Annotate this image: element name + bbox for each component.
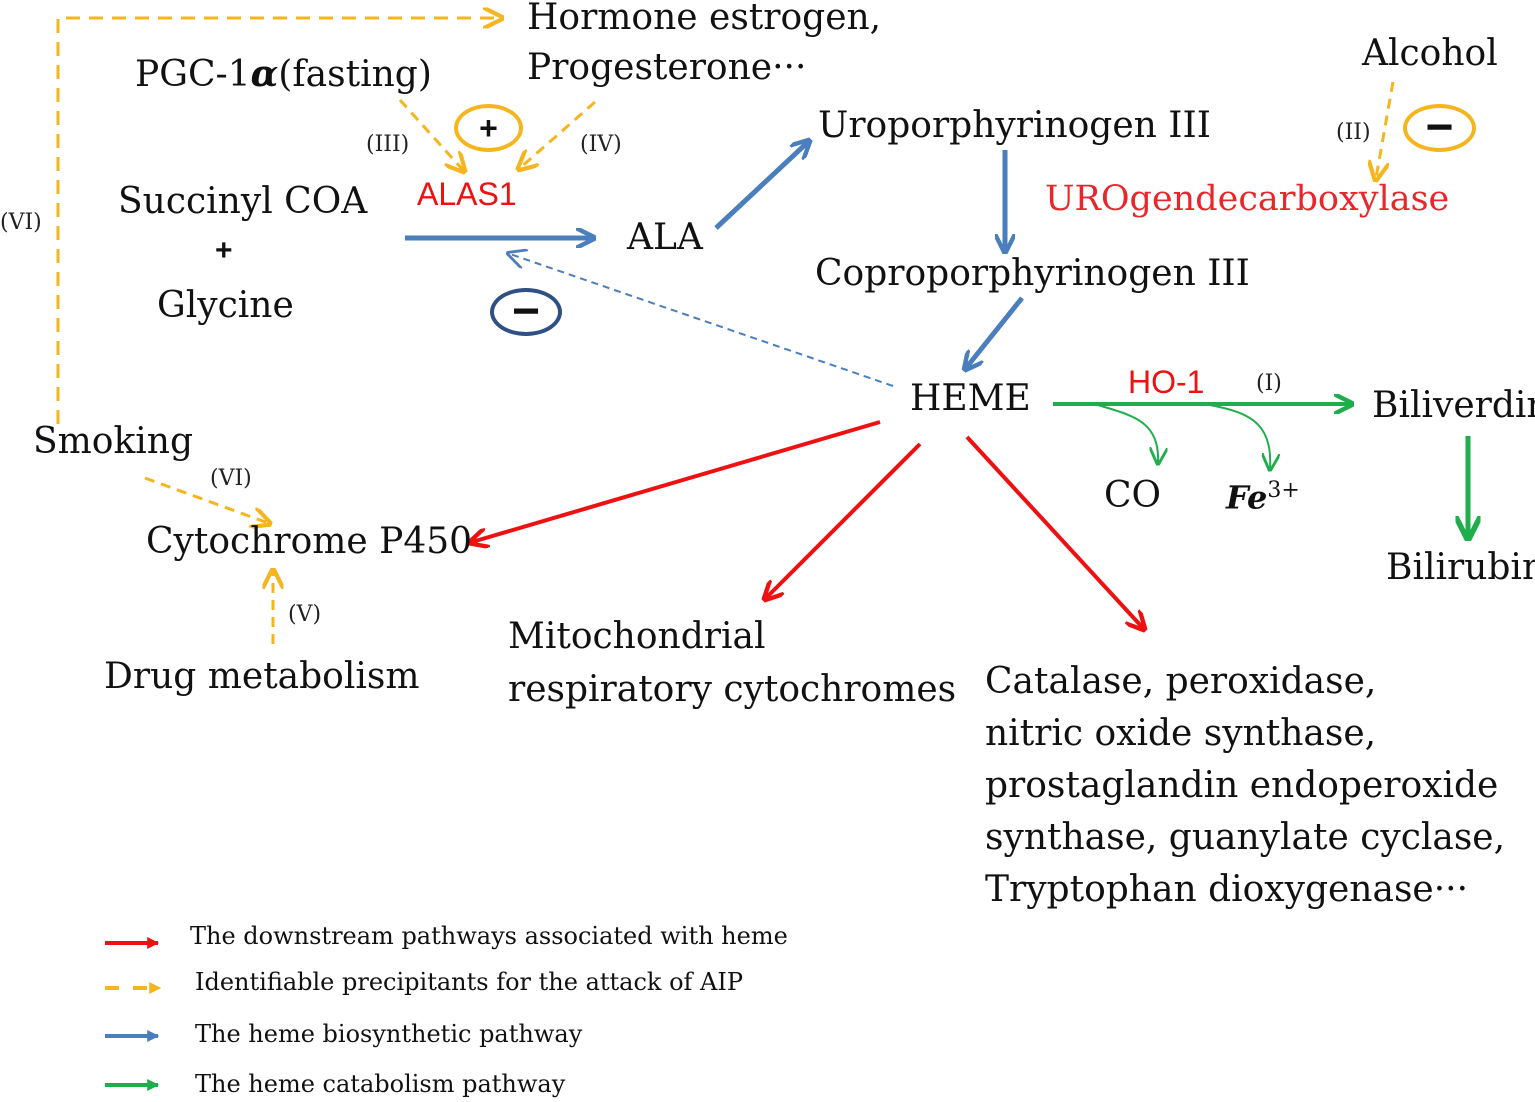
smoking-label: Smoking (33, 421, 194, 462)
roman-label-1: (I) (1256, 371, 1282, 396)
arrow-heme-to-fe (1209, 404, 1270, 468)
arrow-smoking-to-cyp450 (144, 476, 268, 523)
legend-label-yellow: Identifiable precipitants for the attack… (195, 968, 744, 996)
heme-label: HEME (910, 378, 1031, 419)
roman-label-6-left: (VI) (0, 210, 42, 235)
ala-label: ALA (627, 217, 703, 258)
alcohol-label: Alcohol (1362, 33, 1498, 74)
ho1-label: HO-1 (1128, 364, 1205, 400)
roman-label-6-smoking: (VI) (210, 466, 252, 491)
arrow-smoking-to-hormone (56, 18, 500, 424)
glycine-label: Glycine (157, 285, 294, 326)
pgc-fasting: (fasting) (278, 54, 432, 95)
arrow-coproporphyrinogen-to-heme (966, 296, 1024, 368)
enzymes-label-line5: Tryptophan dioxygenase··· (985, 869, 1469, 910)
pgc-label: PGC-1α(fasting) (135, 56, 432, 93)
inhibit-sign-alcohol: − (1403, 104, 1476, 152)
succinyl-coa-label: Succinyl COA (118, 181, 368, 222)
roman-label-5: (V) (288, 602, 322, 627)
mitochondrial-label-line2: respiratory cytochromes (508, 669, 957, 710)
uroporphyrinogen-label: Uroporphyrinogen III (818, 105, 1211, 146)
enzymes-label-line2: nitric oxide synthase, (985, 713, 1377, 754)
roman-label-3: (III) (366, 132, 410, 157)
pgc-alpha: α (250, 53, 279, 95)
coproporphyrinogen-label: Coproporphyrinogen III (815, 253, 1250, 294)
mitochondrial-label-line1: Mitochondrial (508, 616, 766, 657)
arrow-heme-to-enzymes (965, 435, 1143, 628)
arrow-heme-to-cyp450 (472, 420, 881, 542)
legend-label-blue: The heme biosynthetic pathway (195, 1020, 583, 1048)
hormone-label-line1: Hormone estrogen, (527, 0, 882, 38)
biliverdin-label: Biliverdin (1372, 385, 1535, 426)
alas1-label: ALAS1 (417, 176, 517, 212)
cytochrome-p450-label: Cytochrome P450 (146, 521, 473, 562)
roman-label-2: (II) (1336, 120, 1371, 145)
fe-label: Fe3+ (1226, 480, 1300, 514)
hormone-label-line2: Progesterone··· (527, 47, 807, 88)
arrow-heme-to-mitochondrial (766, 442, 922, 598)
fe-charge: 3+ (1267, 478, 1300, 503)
inhibit-sign-heme: − (490, 288, 562, 336)
plus-label: + (215, 234, 233, 267)
roman-label-4: (IV) (580, 132, 622, 157)
legend-label-red: The downstream pathways associated with … (190, 922, 788, 950)
pgc-prefix: PGC-1 (135, 54, 251, 95)
enzymes-label-line3: prostaglandin endoperoxide (985, 765, 1499, 806)
drug-metabolism-label: Drug metabolism (104, 656, 420, 697)
bilirubin-label: Bilirubin (1386, 547, 1535, 588)
arrow-ala-to-uroporphyrinogen (714, 142, 808, 230)
legend-label-green: The heme catabolism pathway (195, 1070, 566, 1098)
enzymes-label-line4: synthase, guanylate cyclase, (985, 817, 1506, 858)
arrow-heme-feedback-to-alas1 (510, 254, 894, 387)
promote-sign: + (454, 104, 523, 152)
co-label: CO (1104, 475, 1162, 516)
urogen-decarboxylase-label: UROgendecarboxylase (1045, 179, 1450, 219)
arrow-heme-to-co (1097, 404, 1158, 462)
arrow-alcohol-to-urogen (1376, 81, 1395, 178)
arrow-pgc-to-alas1 (398, 98, 463, 170)
enzymes-label-line1: Catalase, peroxidase, (985, 661, 1377, 702)
fe-symbol: Fe (1226, 478, 1268, 517)
